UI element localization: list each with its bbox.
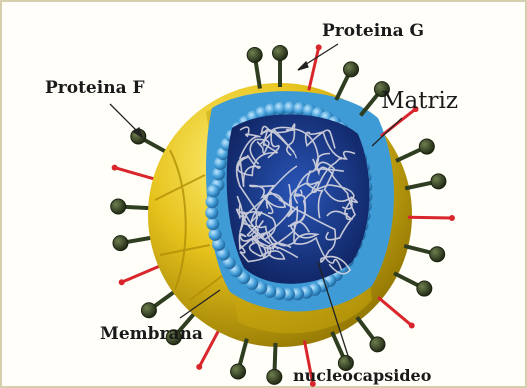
protein-f-spike <box>309 47 319 90</box>
protein-g-head <box>344 62 359 77</box>
protein-f-spike <box>122 265 163 282</box>
protein-g-head <box>419 139 434 154</box>
protein-g-head <box>431 174 446 189</box>
protein-g-head <box>111 199 126 214</box>
protein-f-tip <box>119 279 125 285</box>
protein-f-tip <box>316 44 322 50</box>
protein-g-head <box>417 281 432 296</box>
protein-f-tip <box>196 364 202 370</box>
protein-g-head <box>247 47 262 62</box>
protein-g-head <box>141 303 156 318</box>
protein-g-head <box>231 364 246 379</box>
matrix-bead <box>206 195 219 208</box>
matrix-bead <box>207 184 220 197</box>
protein-f-tip <box>409 323 415 329</box>
protein-f-tip <box>449 215 455 221</box>
leader-proteina-f <box>110 104 140 134</box>
protein-g-head <box>113 236 128 251</box>
protein-g-head <box>370 337 385 352</box>
label-proteina-g: Proteina G <box>322 23 424 40</box>
protein-g-head <box>267 369 282 384</box>
label-matriz: Matriz <box>381 90 458 113</box>
protein-f-spike <box>408 217 452 218</box>
label-nucleocapsideo: nucleocapsideo <box>293 368 431 384</box>
protein-g-head <box>430 247 445 262</box>
protein-f-tip <box>112 165 118 171</box>
label-membrana: Membrana <box>100 326 203 343</box>
label-proteina-f: Proteina F <box>45 80 145 97</box>
protein-g-head <box>273 46 288 61</box>
protein-f-spike <box>378 297 412 325</box>
protein-f-spike <box>115 168 157 180</box>
